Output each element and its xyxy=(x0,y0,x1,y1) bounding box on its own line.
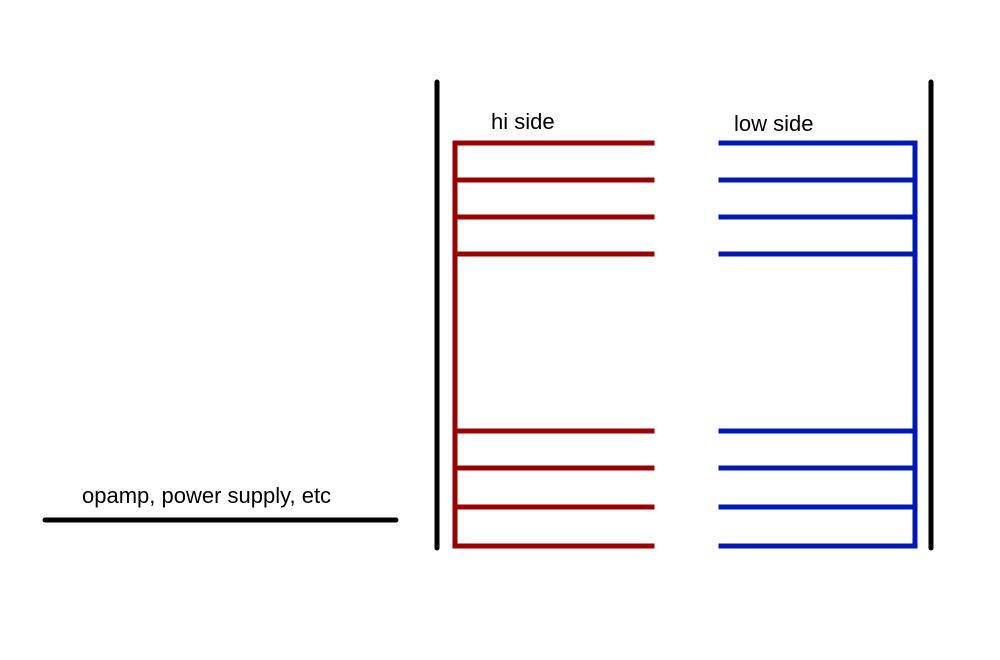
low-side-label: low side xyxy=(734,111,813,136)
hi-side-label: hi side xyxy=(491,109,555,134)
external-label: opamp, power supply, etc xyxy=(82,483,331,508)
hi-side-comb xyxy=(452,140,655,549)
low-side-comb xyxy=(718,140,918,549)
